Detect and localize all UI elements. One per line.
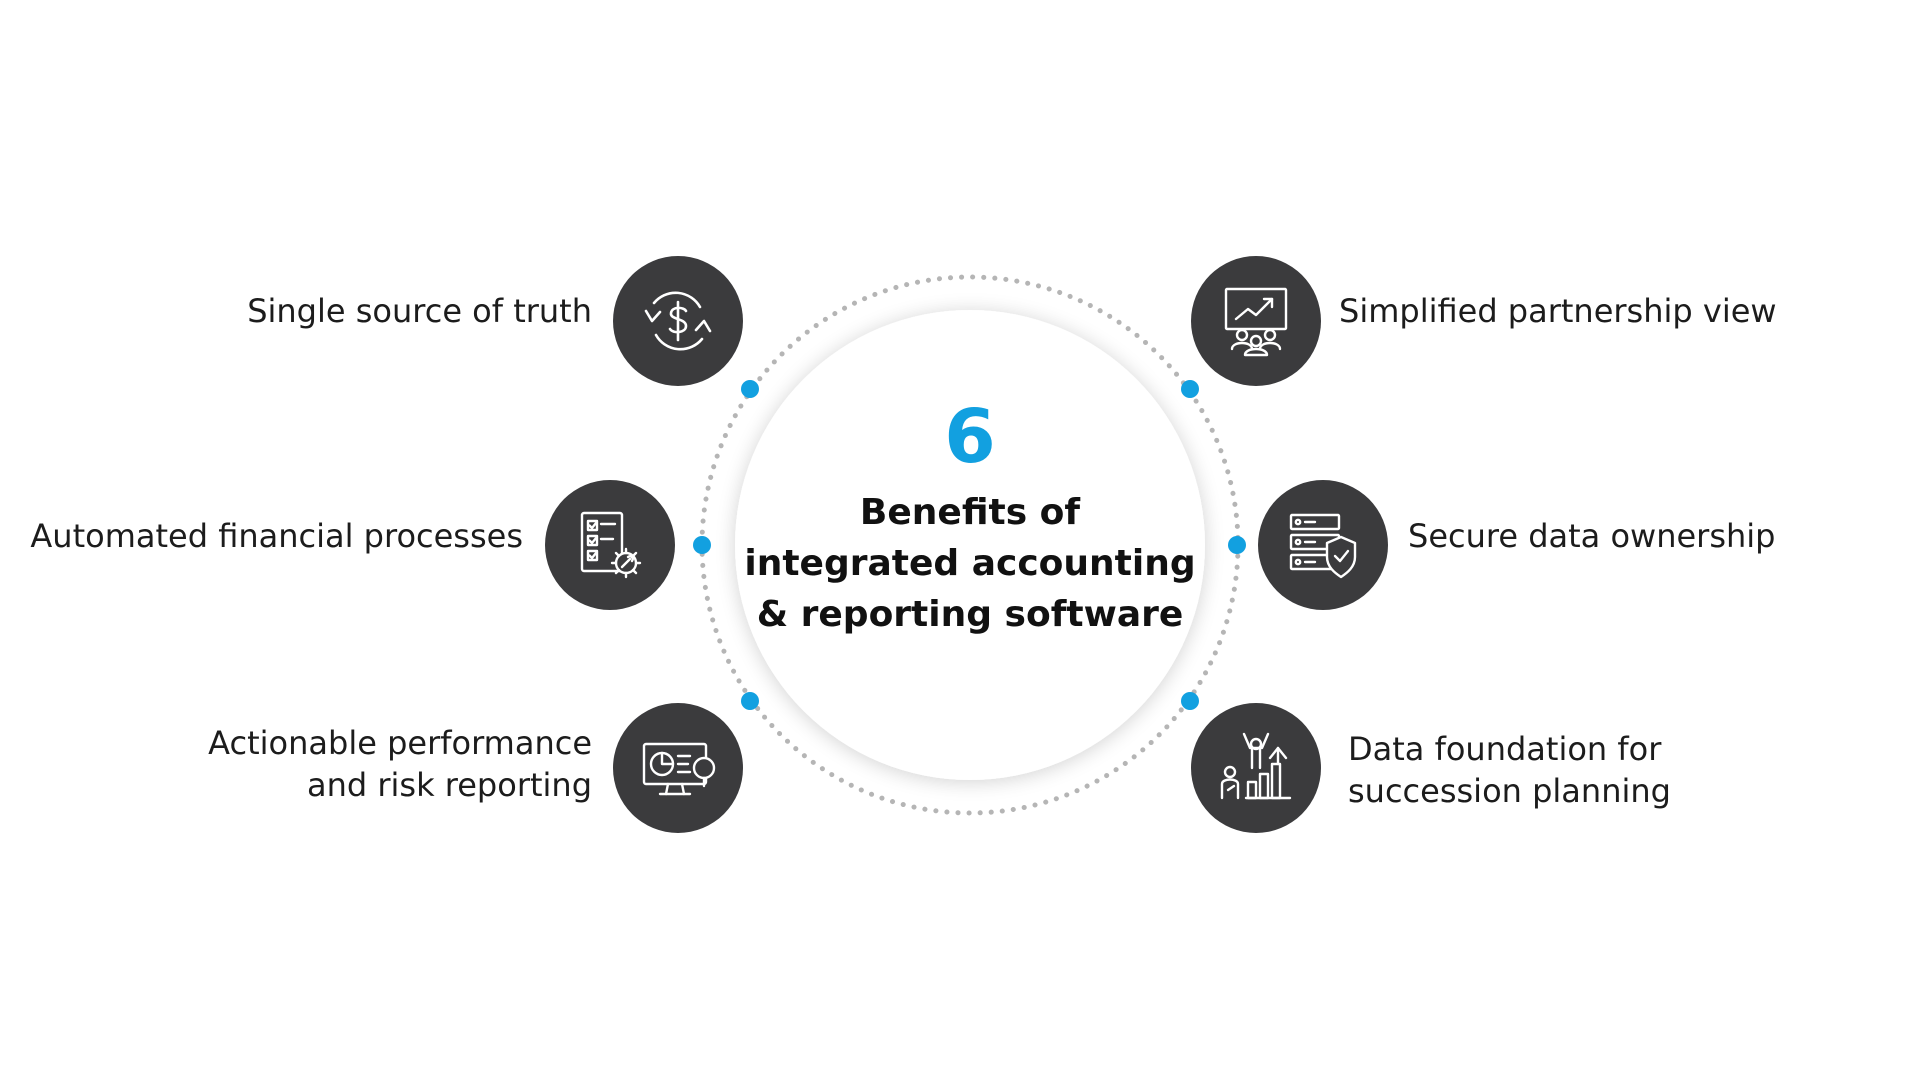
- dollar-cycle-icon: [644, 291, 712, 351]
- checklist-gear-icon: [580, 511, 642, 579]
- center-title-line: integrated accounting: [744, 543, 1196, 584]
- connector-dot: [1181, 692, 1199, 710]
- benefit-badge-automated: [545, 480, 675, 610]
- connector-dot: [1181, 380, 1199, 398]
- server-shield-icon: [1289, 513, 1357, 579]
- benefit-label-reporting: Actionable performance and risk reportin…: [208, 724, 592, 804]
- center-title-line: Benefits of: [859, 492, 1081, 533]
- connector-dot: [741, 380, 759, 398]
- presentation-team-icon: [1224, 287, 1288, 357]
- center-disc: [735, 310, 1205, 780]
- benefit-count: 6: [944, 394, 996, 480]
- benefit-badge-secure: [1258, 480, 1388, 610]
- benefit-badge-succession: [1191, 703, 1321, 833]
- benefit-label-secure: Secure data ownership: [1408, 517, 1776, 555]
- benefit-label-partnership: Simplified partnership view: [1339, 292, 1777, 330]
- connector-dot: [741, 692, 759, 710]
- center-heading: 6 Benefits of integrated accounting & re…: [730, 395, 1210, 640]
- benefit-badge-reporting: [613, 703, 743, 833]
- connector-dot: [693, 536, 711, 554]
- center-title: Benefits of integrated accounting & repo…: [730, 487, 1210, 640]
- benefit-badge-partnership: [1191, 256, 1321, 386]
- benefit-badge-single-source: [613, 256, 743, 386]
- monitor-chart-icon: [642, 742, 716, 796]
- center-title-line: & reporting software: [756, 594, 1184, 635]
- connector-dot: [1228, 536, 1246, 554]
- benefit-label-succession: Data foundation for succession planning: [1348, 730, 1671, 810]
- benefit-label-single-source: Single source of truth: [247, 292, 592, 330]
- growth-people-icon: [1220, 732, 1292, 800]
- benefit-label-automated: Automated financial processes: [30, 517, 523, 555]
